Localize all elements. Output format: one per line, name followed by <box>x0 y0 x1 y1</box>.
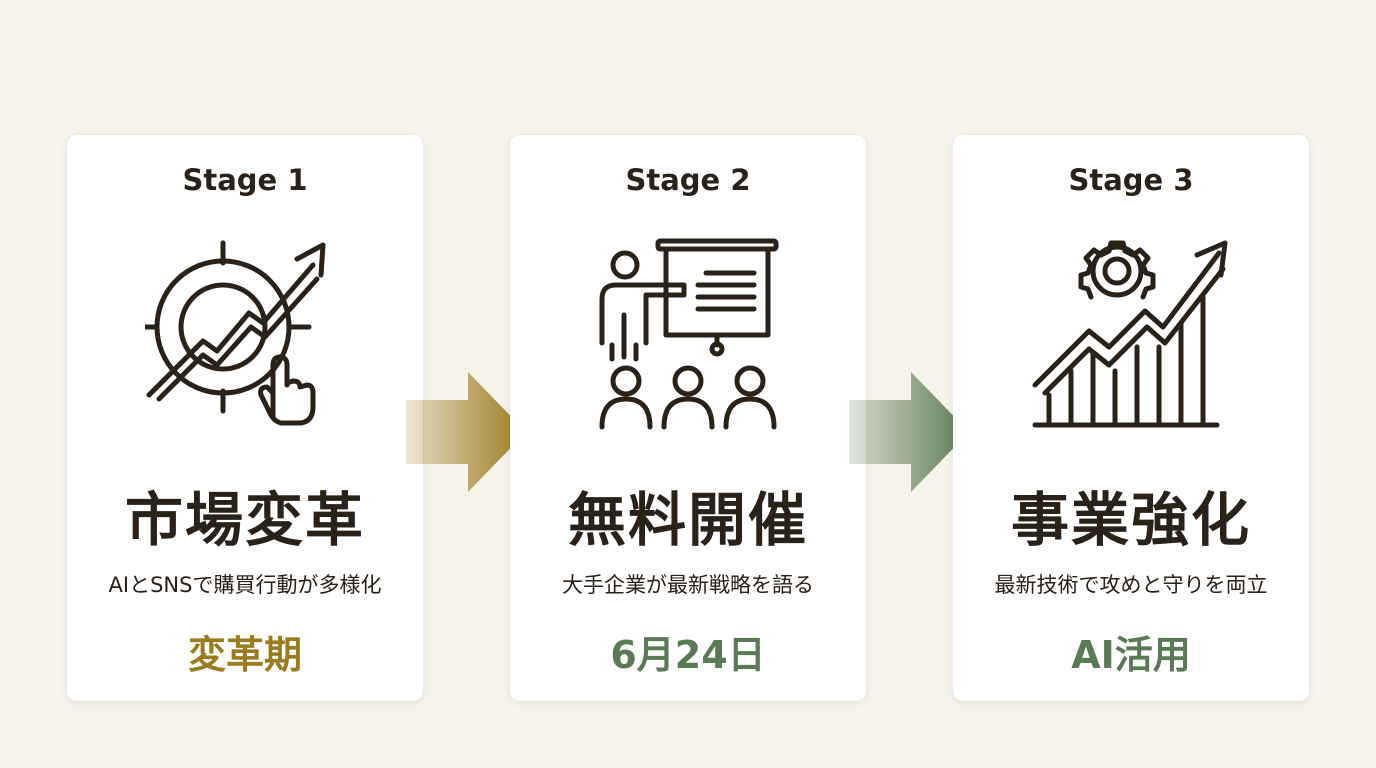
stage-tag: AI活用 <box>1071 633 1191 677</box>
right-arrow-icon <box>849 372 969 492</box>
stage-label: Stage 3 <box>1068 163 1194 197</box>
stage-card-3: Stage 3 事業強化 最新技術で攻めと守りを両立 AI活用 <box>953 135 1309 701</box>
right-arrow-icon <box>406 372 526 492</box>
stage-description: 大手企業が最新戦略を語る <box>562 573 814 597</box>
stage-title: 事業強化 <box>1010 486 1251 554</box>
stage-label: Stage 2 <box>625 163 751 197</box>
presentation-audience-icon <box>599 238 779 430</box>
stage-card-1: Stage 1 市場変革 AIとSNSで購買行動が多様化 変革期 <box>67 135 423 701</box>
stage-title: 市場変革 <box>124 486 365 554</box>
gear-growth-chart-icon <box>1032 240 1228 428</box>
stage-description: AIとSNSで購買行動が多様化 <box>108 573 382 597</box>
stage-label: Stage 1 <box>182 163 308 197</box>
stage-title: 無料開催 <box>567 486 808 554</box>
stage-description: 最新技術で攻めと守りを両立 <box>994 573 1268 597</box>
stage-tag: 変革期 <box>187 633 302 677</box>
target-growth-arrow-icon <box>145 240 326 426</box>
stage-card-2: Stage 2 無料開催 大手企業が最新戦略を語る 6月24日 <box>510 135 866 701</box>
stage-tag: 6月24日 <box>610 633 766 677</box>
